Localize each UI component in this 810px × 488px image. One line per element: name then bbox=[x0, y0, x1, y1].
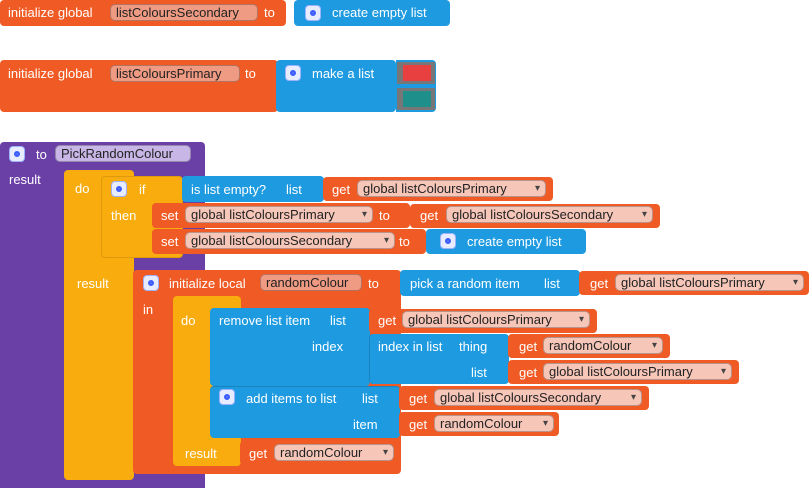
result-label: result bbox=[9, 172, 41, 187]
add-items-label: add items to list bbox=[246, 391, 337, 406]
variable-dropdown[interactable]: global listColoursPrimary bbox=[543, 363, 732, 380]
list-label: list bbox=[362, 391, 378, 406]
to-label: to bbox=[264, 5, 275, 20]
is-list-empty-label: is list empty? bbox=[191, 182, 267, 197]
then-label: then bbox=[111, 208, 137, 223]
get-label: get bbox=[519, 339, 538, 354]
remove-list-item-label: remove list item bbox=[219, 313, 311, 328]
if-label: if bbox=[139, 182, 146, 197]
variable-dropdown[interactable]: global listColoursPrimary bbox=[357, 180, 546, 197]
get-label: get bbox=[409, 391, 428, 406]
mutator-gear-icon[interactable] bbox=[111, 181, 127, 197]
variable-dropdown[interactable]: global listColoursSecondary bbox=[434, 389, 642, 406]
variable-dropdown[interactable]: global listColoursSecondary bbox=[185, 232, 395, 249]
get-label: get bbox=[519, 365, 538, 380]
variable-dropdown[interactable]: global listColoursPrimary bbox=[185, 206, 373, 223]
index-label: index bbox=[312, 339, 344, 354]
variable-dropdown[interactable]: randomColour bbox=[434, 415, 554, 432]
variable-dropdown[interactable]: randomColour bbox=[274, 444, 394, 461]
list-label: list bbox=[330, 313, 346, 328]
to-label: to bbox=[399, 234, 410, 249]
get-label: get bbox=[378, 313, 397, 328]
teal-color-swatch[interactable] bbox=[402, 90, 432, 108]
to-label: to bbox=[379, 208, 390, 223]
mutator-gear-icon[interactable] bbox=[9, 146, 25, 162]
mutator-gear-icon[interactable] bbox=[285, 65, 301, 81]
remove-list-item-block[interactable] bbox=[210, 308, 370, 386]
init-global-label: initialize global bbox=[8, 5, 93, 20]
result-label: result bbox=[185, 446, 217, 461]
mutator-gear-icon[interactable] bbox=[219, 389, 235, 405]
variable-dropdown[interactable]: global listColoursPrimary bbox=[402, 311, 590, 328]
add-items-to-list-block[interactable] bbox=[210, 386, 400, 438]
variable-dropdown[interactable]: global listColoursSecondary bbox=[446, 206, 653, 223]
local-var-name-field[interactable]: randomColour bbox=[260, 274, 362, 291]
to-label: to bbox=[245, 66, 256, 81]
to-label: to bbox=[368, 276, 379, 291]
is-list-empty-block[interactable] bbox=[182, 176, 324, 202]
index-in-list-label: index in list bbox=[378, 339, 443, 354]
mutator-gear-icon[interactable] bbox=[440, 233, 456, 249]
list-label: list bbox=[544, 276, 560, 291]
do-label: do bbox=[75, 181, 90, 196]
variable-dropdown[interactable]: global listColoursPrimary bbox=[615, 274, 804, 291]
procedure-name-field[interactable]: PickRandomColour bbox=[55, 145, 191, 162]
item-label: item bbox=[353, 417, 378, 432]
get-label: get bbox=[249, 446, 268, 461]
do-label: do bbox=[181, 313, 196, 328]
set-label: set bbox=[161, 208, 179, 223]
list-label: list bbox=[471, 365, 487, 380]
get-label: get bbox=[420, 208, 439, 223]
global-var-name-field[interactable]: listColoursPrimary bbox=[110, 65, 240, 82]
thing-label: thing bbox=[459, 339, 488, 354]
get-label: get bbox=[332, 182, 351, 197]
pick-random-item-block[interactable] bbox=[400, 270, 580, 296]
result-label: result bbox=[77, 276, 109, 291]
create-empty-list-label: create empty list bbox=[467, 234, 562, 249]
red-color-swatch[interactable] bbox=[402, 64, 432, 82]
pick-random-item-label: pick a random item bbox=[410, 276, 520, 291]
variable-dropdown[interactable]: randomColour bbox=[543, 337, 663, 354]
get-label: get bbox=[590, 276, 609, 291]
create-empty-list-label: create empty list bbox=[332, 5, 427, 20]
global-var-name-field[interactable]: listColoursSecondary bbox=[110, 4, 258, 21]
mutator-gear-icon[interactable] bbox=[305, 5, 321, 21]
in-label: in bbox=[143, 302, 154, 317]
init-global-label: initialize global bbox=[8, 66, 93, 81]
get-label: get bbox=[409, 417, 428, 432]
make-a-list-label: make a list bbox=[312, 66, 375, 81]
initialize-local-label: initialize local bbox=[169, 276, 246, 291]
mutator-gear-icon[interactable] bbox=[143, 275, 159, 291]
to-label: to bbox=[36, 147, 47, 162]
set-label: set bbox=[161, 234, 179, 249]
list-label: list bbox=[286, 182, 302, 197]
index-in-list-block[interactable] bbox=[369, 334, 509, 384]
